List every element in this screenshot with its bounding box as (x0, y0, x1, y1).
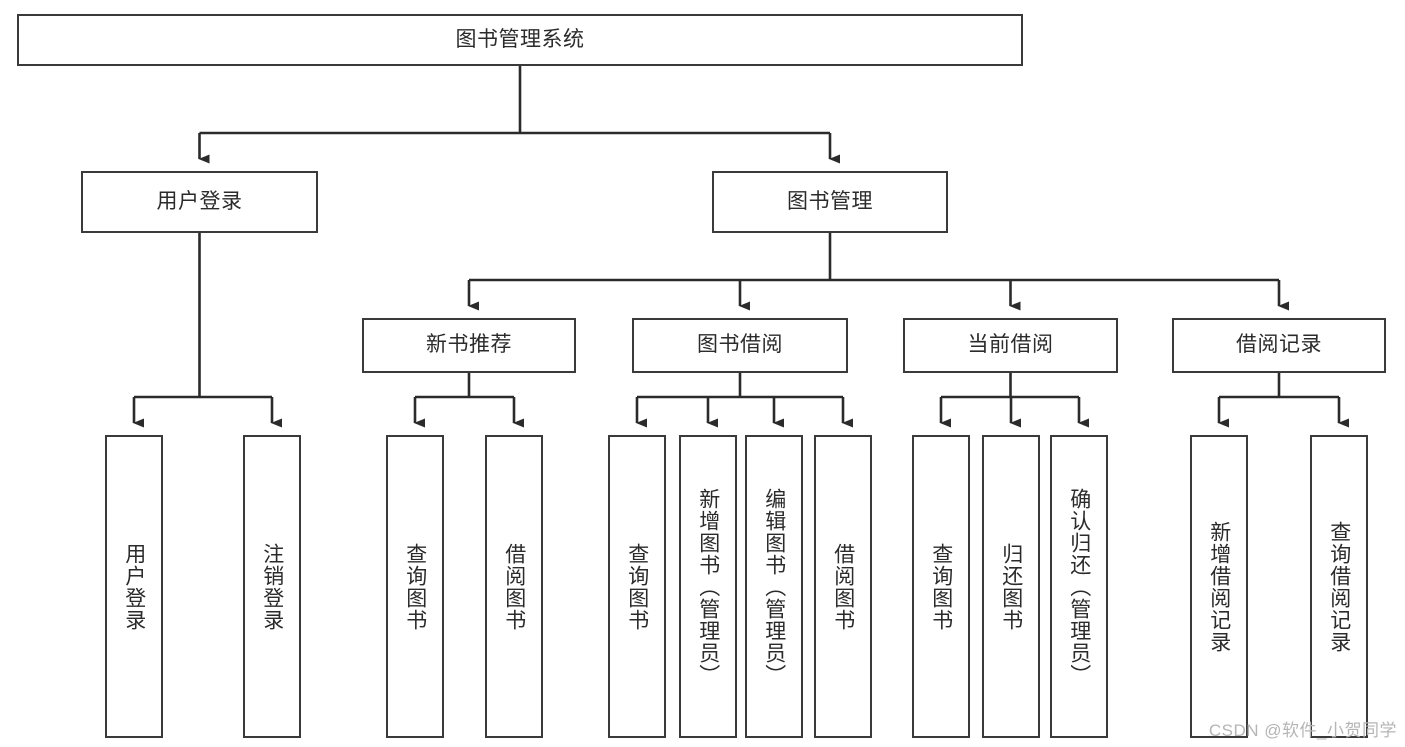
watermark-text: CSDN @软件_小贺同学 (1208, 721, 1397, 740)
node-label: 查询图书 (625, 542, 649, 631)
node-label: 借阅记录 (1236, 333, 1322, 357)
node-label: 查询图书 (403, 542, 427, 631)
node-leaf-8[interactable]: 借阅图书 (814, 435, 872, 738)
node-label: 新书推荐 (426, 333, 512, 357)
node-leaf-4[interactable]: 借阅图书 (485, 435, 543, 738)
node-label: 图书借阅 (697, 333, 783, 357)
node-leaf-3[interactable]: 查询图书 (386, 435, 444, 738)
node-leaf-11[interactable]: 确认归还（管理员） (1050, 435, 1108, 738)
node-leaf-7[interactable]: 编辑图书（管理员） (745, 435, 803, 738)
node-leaf-2[interactable]: 注销登录 (243, 435, 301, 738)
node-label: 归还图书 (999, 542, 1023, 631)
node-label: 新增图书（管理员） (696, 487, 720, 686)
node-leaf-9[interactable]: 查询图书 (912, 435, 970, 738)
node-label: 用户登录 (156, 189, 243, 213)
node-label: 借阅图书 (831, 542, 855, 631)
node-label: 图书管理系统 (455, 27, 585, 51)
node-label: 查询图书 (929, 542, 953, 631)
node-l2-1[interactable]: 用户登录 (81, 171, 318, 233)
node-label: 编辑图书（管理员） (762, 487, 786, 686)
node-leaf-6[interactable]: 新增图书（管理员） (679, 435, 737, 738)
node-label: 注销登录 (260, 542, 284, 631)
node-leaf-12[interactable]: 新增借阅记录 (1190, 435, 1248, 738)
node-l3-1[interactable]: 新书推荐 (362, 318, 576, 373)
node-label: 用户登录 (122, 542, 146, 631)
node-leaf-1[interactable]: 用户登录 (105, 435, 163, 738)
node-l3-3[interactable]: 当前借阅 (903, 318, 1118, 373)
node-label: 当前借阅 (967, 333, 1054, 357)
node-leaf-13[interactable]: 查询借阅记录 (1310, 435, 1368, 738)
node-l2-2[interactable]: 图书管理 (712, 171, 948, 233)
node-label: 借阅图书 (502, 542, 526, 631)
node-l3-2[interactable]: 图书借阅 (632, 318, 848, 373)
node-label: 图书管理 (787, 189, 873, 213)
node-l3-4[interactable]: 借阅记录 (1172, 318, 1386, 373)
node-label: 查询借阅记录 (1327, 520, 1351, 653)
node-root[interactable]: 图书管理系统 (17, 14, 1023, 66)
node-leaf-10[interactable]: 归还图书 (982, 435, 1040, 738)
node-label: 新增借阅记录 (1207, 520, 1231, 653)
node-label: 确认归还（管理员） (1067, 487, 1091, 686)
node-leaf-5[interactable]: 查询图书 (608, 435, 666, 738)
